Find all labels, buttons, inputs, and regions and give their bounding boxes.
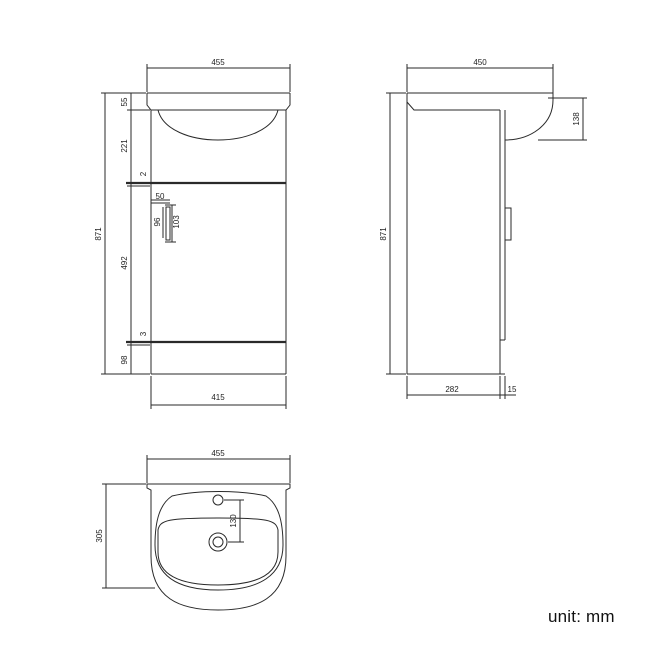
dim-front-handle-inner: 96: [153, 217, 162, 226]
dim-side-door-thickness: 15: [508, 385, 517, 394]
top-basin-bowl: [154, 491, 284, 591]
dim-front-gap-bottom: 3: [139, 331, 148, 336]
dim-front-basin-depth: 221: [120, 139, 129, 153]
dim-front-door-height: 492: [120, 256, 129, 270]
dim-front-gap-top: 2: [139, 171, 148, 176]
dim-top-tap-waste: 130: [229, 514, 238, 528]
top-waste-outer: [208, 532, 228, 552]
dim-side-cabinet-depth: 282: [445, 385, 459, 394]
unit-label: unit: mm: [548, 607, 615, 626]
dim-side-basin-height: 138: [572, 112, 581, 126]
dim-side-height: 871: [379, 227, 388, 241]
side-view: 450 138 871 282 15: [379, 58, 587, 399]
dim-front-handle-outer: 103: [172, 215, 181, 229]
front-basin-bowl: [157, 109, 279, 141]
dim-front-rim: 55: [120, 97, 129, 106]
front-door-handle: [165, 206, 171, 241]
dim-front-handle-width: 50: [156, 192, 165, 201]
side-basin-top: [407, 92, 554, 100]
top-basin-outline: [146, 483, 291, 611]
dim-front-cabinet-width: 415: [211, 393, 225, 402]
front-view: 455 871 55 221 2 492 3 98 50 96 103 415: [94, 58, 291, 409]
side-door-handle: [504, 207, 512, 241]
dim-top-width: 455: [211, 449, 225, 458]
top-tap-hole: [212, 494, 224, 506]
dim-top-depth: 305: [95, 529, 104, 543]
side-basin-curve: [504, 99, 554, 141]
top-basin-inner-rim: [157, 517, 279, 586]
dim-side-depth: 450: [473, 58, 487, 67]
top-waste-inner: [212, 536, 224, 548]
dim-front-width: 455: [211, 58, 225, 67]
dim-front-plinth: 98: [120, 355, 129, 364]
dim-front-height: 871: [94, 227, 103, 241]
front-basin-rim-shape: [146, 93, 291, 111]
top-view: 130 455 305: [95, 449, 291, 611]
side-basin-lip: [406, 93, 500, 111]
